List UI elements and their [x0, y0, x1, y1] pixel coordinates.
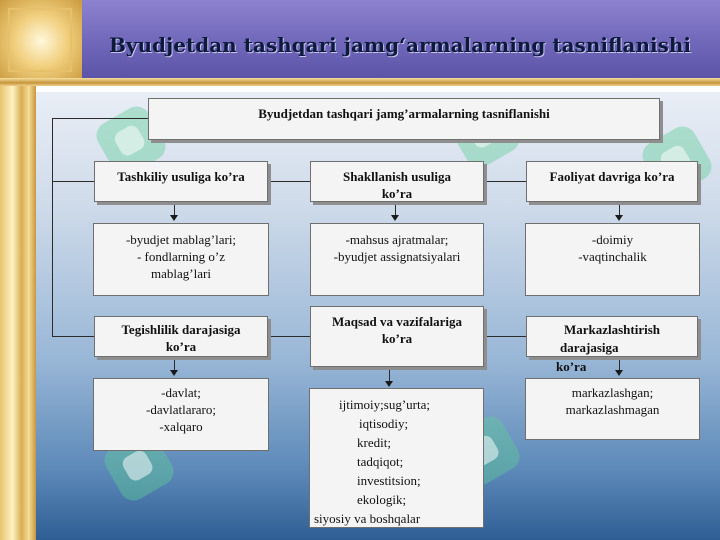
item-text: ekologik;: [357, 492, 407, 507]
category-label: Shakllanish usuliga: [342, 169, 452, 184]
category-label: Faoliyat davriga ko’ra: [549, 169, 675, 184]
category-label: ko’ra: [381, 186, 413, 201]
category-label: Tashkiliy usuliga ko’ra: [117, 169, 245, 184]
item-text: markazlashmagan: [565, 402, 660, 417]
item-text: -byudjet mablag’lari;: [125, 232, 237, 247]
item-text: ijtimoiy;sug’urta;: [339, 397, 430, 412]
connector-line: [52, 118, 148, 119]
arrow-head: [170, 215, 178, 221]
connector-line: [52, 181, 94, 182]
connector-line: [268, 336, 310, 337]
arrow-head: [170, 370, 178, 376]
item-text: -doimiy: [591, 232, 634, 247]
arrow-line: [174, 357, 175, 371]
item-text: tadqiqot;: [357, 454, 404, 469]
arrow-line: [389, 367, 390, 382]
category-label: Markazlashtirish: [563, 322, 661, 337]
arrow-head: [391, 215, 399, 221]
item-text: -vaqtinchalik: [578, 249, 647, 264]
diagram-root-label: Byudjetdan tashqari jamg’armalarning tas…: [258, 106, 550, 121]
arrow-head: [615, 370, 623, 376]
items-box-maqsad: [309, 388, 484, 528]
category-label: ko’ra: [381, 331, 413, 346]
category-box-faoliyat: Faoliyat davriga ko’ra: [526, 161, 698, 202]
arrow-head: [385, 381, 393, 387]
category-label: ko’ra: [556, 359, 587, 374]
item-text: siyosiy va boshqalar: [314, 511, 421, 526]
items-box-tashkiliy: -byudjet mablag’lari; - fondlarning o’z …: [93, 223, 269, 296]
category-label: Tegishlilik darajasiga: [121, 322, 241, 337]
category-box-shakllanish: Shakllanish usuliga ko’ra: [310, 161, 484, 202]
items-box-markazlashtirish: markazlashgan; markazlashmagan: [525, 378, 700, 440]
items-box-faoliyat: -doimiy -vaqtinchalik: [525, 223, 700, 296]
arrow-line: [174, 202, 175, 216]
item-text: investitsion;: [357, 473, 421, 488]
category-label: darajasiga: [560, 340, 619, 355]
category-box-maqsad: Maqsad va vazifalariga ko’ra: [310, 306, 484, 367]
category-label: Maqsad va vazifalariga: [332, 314, 462, 329]
arrow-line: [395, 202, 396, 216]
diagram-root-box: Byudjetdan tashqari jamg’armalarning tas…: [148, 98, 660, 140]
item-text: iqtisodiy;: [359, 416, 409, 431]
connector-line: [268, 181, 310, 182]
item-text: -mahsus ajratmalar;: [345, 232, 449, 247]
items-box-tegishlilik: -davlat; -davlatlararo; -xalqaro: [93, 378, 269, 451]
items-box-shakllanish: -mahsus ajratmalar; -byudjet assignatsiy…: [310, 223, 484, 296]
item-text: -davlatlararo;: [145, 402, 216, 417]
item-text: - fondlarning o’z: [136, 249, 226, 264]
category-box-tashkiliy: Tashkiliy usuliga ko’ra: [94, 161, 268, 202]
arrow-line: [619, 202, 620, 216]
category-box-tegishlilik: Tegishlilik darajasiga ko’ra: [94, 316, 268, 357]
connector-line: [484, 336, 526, 337]
item-text: mablag’lari: [151, 266, 211, 281]
slide-title: Byudjetdan tashqari jamg‘armalarning tas…: [108, 33, 691, 57]
item-text: markazlashgan;: [571, 385, 654, 400]
title-bar: [0, 0, 720, 82]
decorative-column: [0, 0, 36, 540]
decorative-gold-border: [0, 78, 720, 86]
item-text: kredit;: [357, 435, 391, 450]
connector-line: [484, 181, 526, 182]
arrow-head: [615, 215, 623, 221]
category-label: ko’ra: [165, 339, 197, 354]
arrow-line: [619, 357, 620, 371]
connector-line: [52, 118, 53, 336]
decorative-corner-ornament: [0, 0, 82, 82]
item-text: -xalqaro: [159, 419, 203, 434]
item-text: -byudjet assignatsiyalari: [333, 249, 461, 264]
item-text: -davlat;: [161, 385, 201, 400]
category-box-markazlashtirish: Markazlashtirish: [526, 316, 698, 357]
connector-line: [52, 336, 94, 337]
